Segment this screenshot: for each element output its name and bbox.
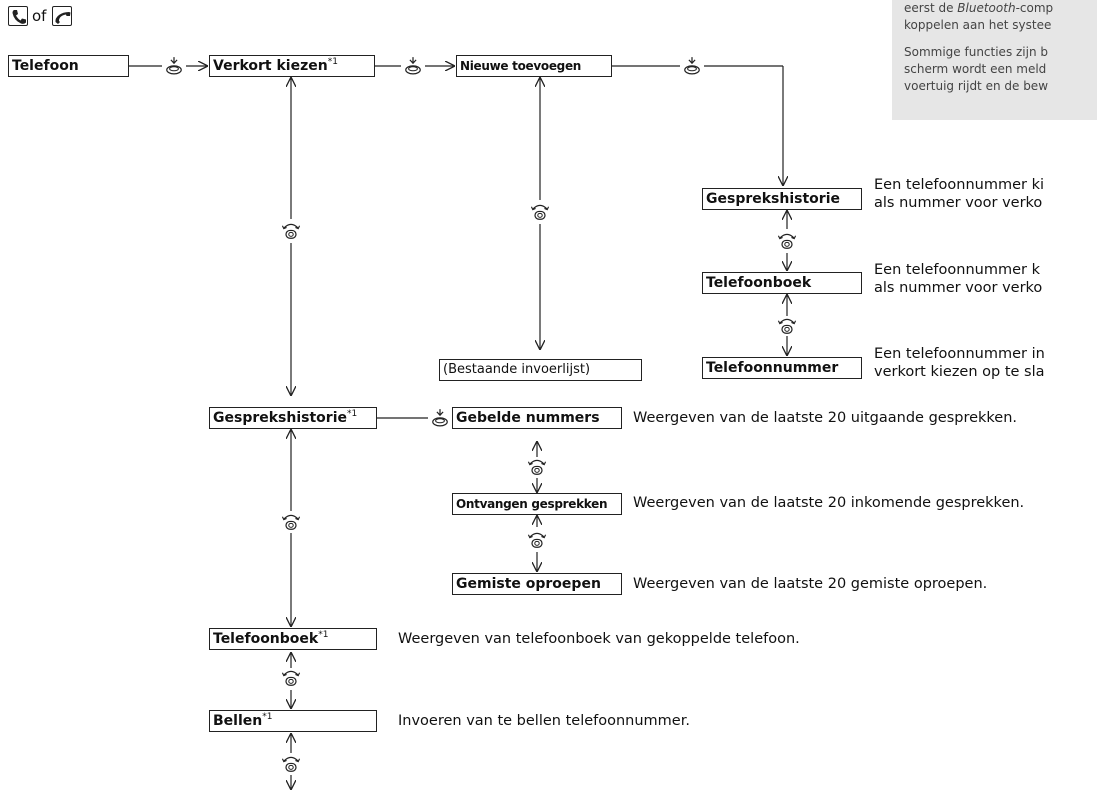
rotate-knob-icon — [281, 223, 301, 239]
note-text: -comp — [1015, 1, 1054, 15]
menu-item-telefoon[interactable]: Telefoon — [8, 55, 129, 77]
rotate-knob-icon — [527, 459, 547, 475]
rotate-knob-icon — [281, 514, 301, 530]
menu-item-bestaande-invoerlijst[interactable]: (Bestaande invoerlijst) — [439, 359, 642, 381]
note-text: Sommige functies zijn b — [904, 45, 1049, 59]
info-note: eerst de Bluetooth-comp koppelen aan het … — [892, 0, 1097, 120]
menu-item-label: Telefoonboek — [706, 275, 812, 291]
description-gebelde-nummers: Weergeven van de laatste 20 uitgaande ge… — [633, 410, 1018, 426]
footnote-mark: *1 — [347, 409, 358, 419]
menu-item-label: Verkort kiezen — [213, 58, 328, 74]
footnote-mark: *1 — [327, 57, 338, 67]
note-text: voertuig rijdt en de bew — [904, 79, 1049, 93]
description-ontvangen-gesprekken: Weergeven van de laatste 20 inkomende ge… — [633, 495, 1025, 511]
rotate-knob-icon — [530, 204, 550, 220]
rotate-knob-icon — [527, 532, 547, 548]
menu-item-gesprekshistorie-sub[interactable]: Gesprekshistorie — [702, 188, 862, 210]
menu-item-label: Gesprekshistorie — [213, 410, 347, 426]
press-knob-icon — [432, 408, 448, 427]
menu-item-label: Nieuwe toevoegen — [460, 59, 582, 73]
menu-item-telefoonboek-sub[interactable]: Telefoonboek — [702, 272, 862, 294]
menu-item-label: (Bestaande invoerlijst) — [443, 362, 591, 377]
menu-item-label: Ontvangen gesprekken — [456, 497, 608, 511]
menu-item-ontvangen-gesprekken[interactable]: Ontvangen gesprekken — [452, 493, 622, 515]
phone-handset-icon — [52, 6, 72, 26]
rotate-knob-icon — [281, 670, 301, 686]
description-gemiste-oproepen: Weergeven van de laatste 20 gemiste opro… — [633, 576, 988, 592]
footnote-mark: *1 — [318, 630, 329, 640]
menu-item-nieuwe-toevoegen[interactable]: Nieuwe toevoegen — [456, 55, 612, 77]
menu-item-telefoonboek[interactable]: Telefoonboek*1 — [209, 628, 377, 650]
menu-item-telefoonnummer-sub[interactable]: Telefoonnummer — [702, 357, 862, 379]
press-knob-icon — [166, 56, 182, 75]
or-text: of — [32, 7, 47, 25]
menu-item-gesprekshistorie[interactable]: Gesprekshistorie*1 — [209, 407, 377, 429]
menu-item-label: Gesprekshistorie — [706, 191, 840, 207]
menu-item-label: Gebelde nummers — [456, 410, 600, 426]
note-text: koppelen aan het systee — [904, 18, 1052, 32]
menu-item-label: Gemiste oproepen — [456, 576, 601, 592]
phone-icon — [8, 6, 28, 26]
note-text-italic: Bluetooth — [957, 1, 1016, 15]
menu-item-label: Bellen — [213, 713, 263, 729]
press-knob-icon — [684, 56, 700, 75]
rotate-knob-icon — [281, 756, 301, 772]
menu-item-verkort-kiezen[interactable]: Verkort kiezen*1 — [209, 55, 375, 77]
menu-item-gebelde-nummers[interactable]: Gebelde nummers — [452, 407, 622, 429]
menu-item-label: Telefoonboek — [213, 631, 319, 647]
note-text: eerst de — [904, 1, 958, 15]
rotate-knob-icon — [777, 233, 797, 249]
menu-item-label: Telefoon — [12, 58, 79, 74]
menu-item-gemiste-oproepen[interactable]: Gemiste oproepen — [452, 573, 622, 595]
description-bellen: Invoeren van te bellen telefoonnummer. — [398, 713, 690, 729]
footnote-mark: *1 — [262, 712, 273, 722]
press-knob-icon — [405, 56, 421, 75]
rotate-knob-icon — [777, 318, 797, 334]
note-text: scherm wordt een meld — [904, 62, 1047, 76]
menu-item-bellen[interactable]: Bellen*1 — [209, 710, 377, 732]
description-telefoonboek: Weergeven van telefoonboek van gekoppeld… — [398, 631, 800, 647]
menu-item-label: Telefoonnummer — [706, 360, 839, 376]
